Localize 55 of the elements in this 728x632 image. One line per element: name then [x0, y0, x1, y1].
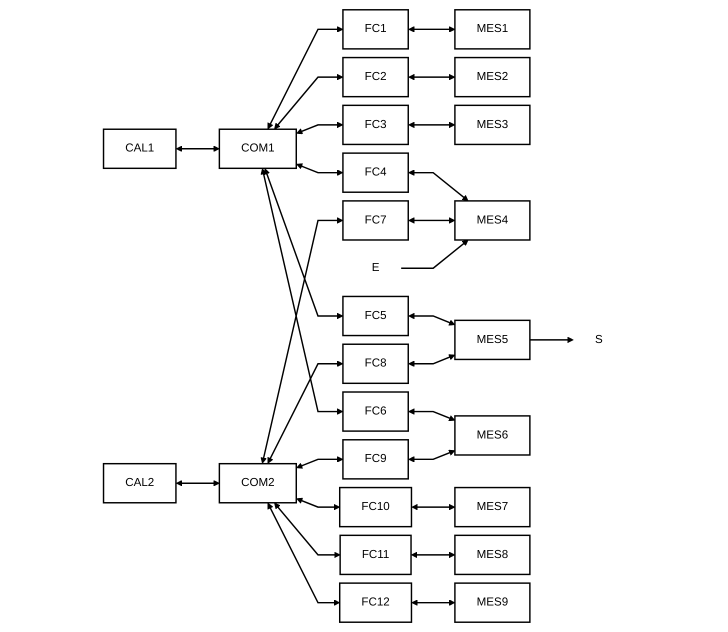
arrow: [408, 354, 456, 367]
node-box: FC6: [342, 391, 409, 432]
node-box: FC12: [338, 582, 412, 623]
arrow: [408, 217, 456, 224]
arrow: [176, 480, 220, 486]
node-text: E: [372, 262, 380, 274]
node-box: FC2: [342, 56, 409, 98]
node-box: MES5: [454, 320, 531, 360]
node-box: MES2: [454, 56, 531, 98]
node-box: FC3: [342, 104, 409, 146]
arrow: [411, 599, 456, 606]
arrow: [408, 74, 456, 80]
node-box: FC5: [342, 296, 409, 336]
arrow: [408, 408, 456, 422]
node-box: MES4: [454, 200, 531, 241]
arrow: [264, 168, 344, 320]
node-box: COM1: [218, 128, 297, 170]
node-box: FC4: [342, 152, 409, 193]
node-box: CAL1: [102, 128, 177, 170]
node-box: FC10: [338, 486, 412, 528]
node-box: FC8: [342, 344, 409, 384]
node-box: MES7: [454, 486, 531, 528]
arrow: [260, 168, 344, 415]
node-box: COM2: [218, 462, 297, 504]
arrow: [268, 26, 344, 130]
node-box: MES1: [454, 9, 531, 50]
node-box: MES3: [454, 104, 531, 146]
arrow: [530, 336, 574, 344]
node-box: FC7: [342, 200, 409, 241]
arrow: [274, 502, 340, 558]
arrow: [268, 502, 340, 606]
node-box: MES9: [454, 582, 531, 623]
arrow: [408, 122, 456, 128]
node-text: S: [595, 333, 603, 346]
arrow: [408, 450, 456, 463]
arrow: [408, 26, 456, 33]
arrow: [296, 456, 344, 469]
node-box: FC9: [342, 439, 409, 480]
arrow: [411, 552, 456, 558]
arrow: [408, 169, 468, 202]
node-box: FC11: [339, 534, 412, 576]
node-box: FC1: [342, 9, 409, 50]
node-box: MES8: [454, 534, 531, 576]
arrow: [296, 122, 344, 134]
arrow: [274, 74, 344, 130]
arrow: [260, 217, 344, 464]
node-box: MES6: [454, 415, 531, 456]
arrow: [296, 163, 344, 176]
arrow: [411, 504, 456, 510]
arrow: [296, 498, 340, 510]
node-box: CAL2: [102, 462, 177, 504]
arrow: [176, 146, 220, 152]
arrow: [268, 360, 344, 464]
arrow: [408, 312, 456, 326]
arrow: [401, 240, 468, 269]
